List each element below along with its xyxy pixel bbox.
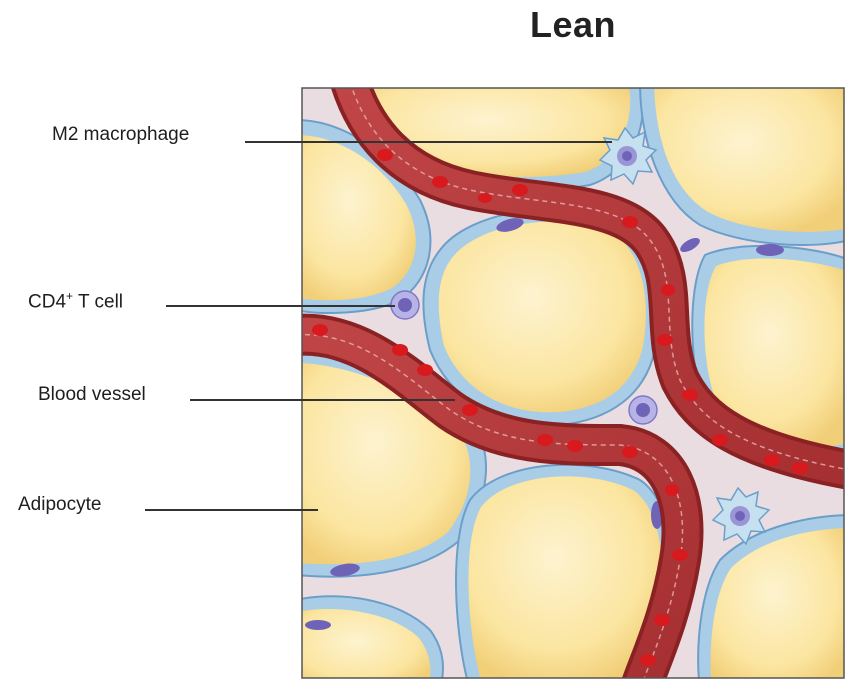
cd4-t-cell-lower xyxy=(629,396,657,424)
cd4-t-cell xyxy=(391,291,419,319)
tissue-panel xyxy=(296,82,846,679)
